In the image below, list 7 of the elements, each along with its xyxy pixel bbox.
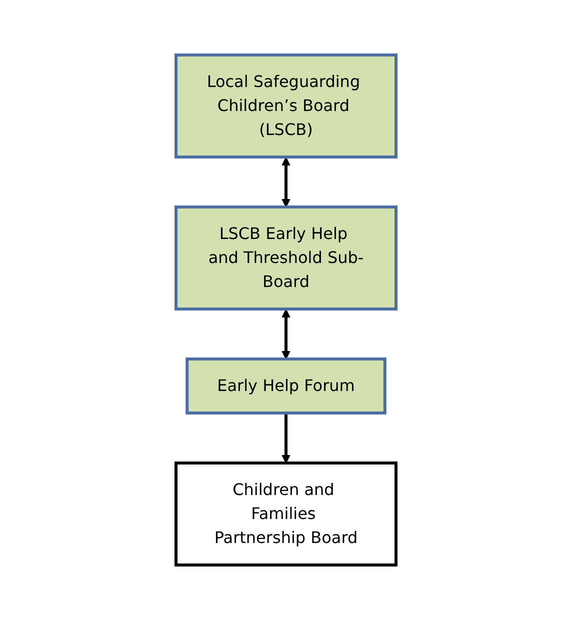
node-box: Children and Families Partnership Board bbox=[174, 461, 398, 566]
node-box: LSCB Early Help and Threshold Sub-Board bbox=[174, 205, 398, 310]
arrow bbox=[282, 412, 290, 463]
arrow bbox=[282, 308, 290, 359]
node-box: Early Help Forum bbox=[186, 357, 386, 414]
arrow bbox=[282, 156, 290, 207]
node-box: Local Safeguarding Children’s Board (LSCB) bbox=[174, 53, 398, 158]
